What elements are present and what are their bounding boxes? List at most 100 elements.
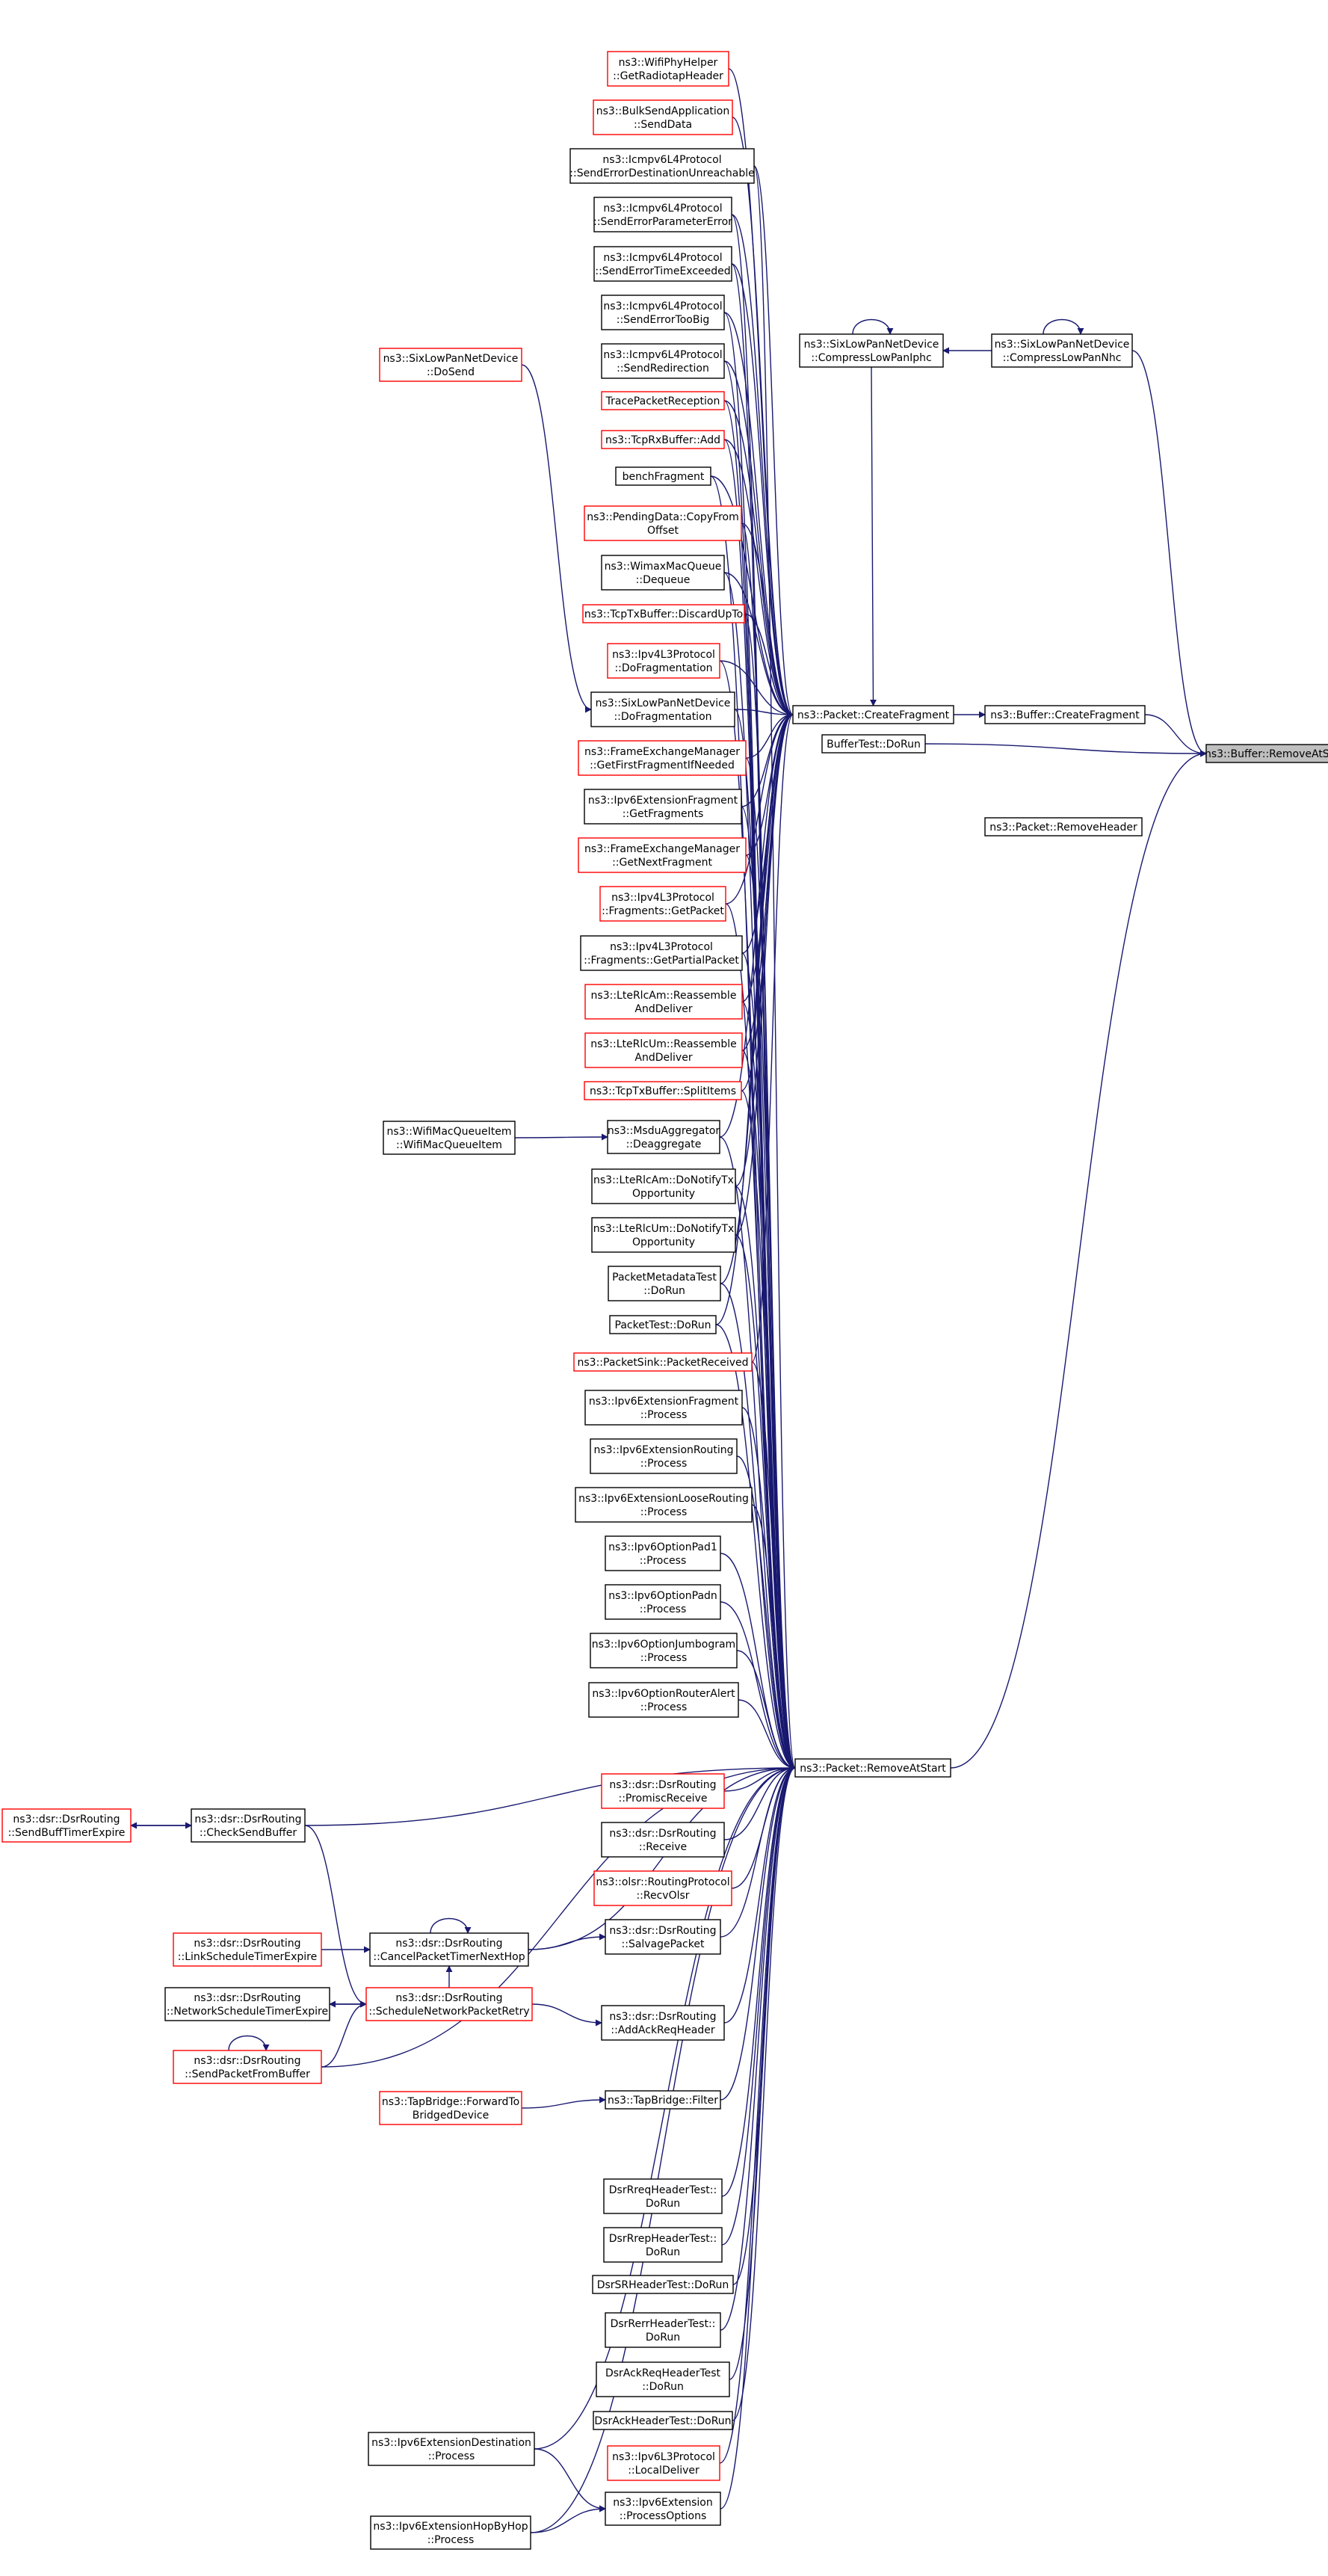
node-bulkSend[interactable]: ns3::BulkSendApplication::SendData [593, 99, 733, 135]
node-ipv6ExtGetFrags[interactable]: ns3::Ipv6ExtensionFragment::GetFragments [584, 789, 742, 825]
node-removeAtStart[interactable]: ns3::Buffer::RemoveAtStart [1205, 744, 1328, 763]
node-box [1205, 744, 1328, 763]
node-dsrSalvage[interactable]: ns3::dsr::DsrRouting::SalvagePacket [605, 1919, 721, 1955]
node-benchFrag[interactable]: benchFragment [615, 466, 711, 486]
node-dsrCancelTimer[interactable]: ns3::dsr::DsrRouting::CancelPacketTimerN… [369, 1932, 529, 1967]
node-compLowPanIphc[interactable]: ns3::SixLowPanNetDevice::CompressLowPanI… [799, 333, 944, 368]
node-box [601, 1773, 725, 1809]
node-olsrRecv[interactable]: ns3::olsr::RoutingProtocol::RecvOlsr [593, 1870, 732, 1906]
node-optPad1[interactable]: ns3::Ipv6OptionPad1::Process [605, 1535, 721, 1571]
node-label: ns3::WifiPhyHelper [619, 57, 718, 69]
node-dsrAckReqTest[interactable]: DsrAckReqHeaderTest::DoRun [596, 2361, 730, 2397]
node-label: ns3::dsr::DsrRouting [609, 2011, 716, 2023]
node-label: ns3::Buffer::CreateFragment [990, 709, 1140, 721]
node-dsrRerrTest[interactable]: DsrRerrHeaderTest::DoRun [605, 2312, 721, 2348]
node-bufCreateFrag[interactable]: ns3::Buffer::CreateFragment [984, 705, 1146, 724]
node-label: ::Fragments::GetPacket [602, 905, 724, 917]
node-icmpDestUnreach[interactable]: ns3::Icmpv6L4Protocol::SendErrorDestinat… [569, 148, 755, 184]
node-label: ns3::SixLowPanNetDevice [995, 339, 1130, 351]
node-box [593, 2411, 733, 2430]
node-dsrAckTest[interactable]: DsrAckHeaderTest::DoRun [593, 2411, 733, 2430]
node-ipv6LocalDeliver[interactable]: ns3::Ipv6L3Protocol::LocalDeliver [607, 2445, 720, 2481]
node-dsrLinkSched[interactable]: ns3::dsr::DsrRouting::LinkScheduleTimerE… [173, 1932, 322, 1967]
node-icmpTimeExc[interactable]: ns3::Icmpv6L4Protocol::SendErrorTimeExce… [593, 246, 732, 282]
node-pktRemoveAtStart[interactable]: ns3::Packet::RemoveAtStart [794, 1758, 951, 1778]
node-label: ns3::Buffer::RemoveAtStart [1205, 748, 1328, 760]
node-dsrAddAck[interactable]: ns3::dsr::DsrRouting::AddAckReqHeader [601, 2005, 725, 2041]
node-ipv4FragPartial[interactable]: ns3::Ipv4L3Protocol::Fragments::GetParti… [580, 935, 743, 971]
node-optPadn[interactable]: ns3::Ipv6OptionPadn::Process [605, 1584, 721, 1620]
node-ipv4DoFrag[interactable]: ns3::Ipv4L3Protocol::DoFragmentation [607, 643, 720, 679]
node-ipv6ExtRouting[interactable]: ns3::Ipv6ExtensionRouting::Process [590, 1438, 738, 1474]
edge-ipv6ExtGetFrags-to-pktRemoveAtStart [741, 806, 796, 1772]
node-ipv6ExtFragProc[interactable]: ns3::Ipv6ExtensionFragment::Process [584, 1390, 743, 1426]
node-wifiMacQueueItem[interactable]: ns3::WifiMacQueueItem::WifiMacQueueItem [383, 1121, 516, 1155]
node-dsrCheckSend[interactable]: ns3::dsr::DsrRouting::CheckSendBuffer [191, 1808, 306, 1843]
node-label: ::SendBuffTimerExpire [8, 1827, 126, 1839]
node-femNext[interactable]: ns3::FrameExchangeManager::GetNextFragme… [578, 837, 747, 873]
node-icmpParamErr[interactable]: ns3::Icmpv6L4Protocol::SendErrorParamete… [593, 197, 732, 232]
node-wimaxDequeue[interactable]: ns3::WimaxMacQueue::Dequeue [601, 555, 725, 591]
node-ipv6ExtHopByHop[interactable]: ns3::Ipv6ExtensionHopByHop::Process [370, 2515, 531, 2550]
node-pktSinkRx[interactable]: ns3::PacketSink::PacketReceived [573, 1352, 753, 1372]
node-tcpTxDiscard[interactable]: ns3::TcpTxBuffer::DiscardUpTo [582, 604, 745, 623]
node-pktCreateFrag[interactable]: ns3::Packet::CreateFragment [792, 705, 954, 724]
node-dsrReceive[interactable]: ns3::dsr::DsrRouting::Receive [601, 1822, 725, 1858]
node-ipv6ExtLoose[interactable]: ns3::Ipv6ExtensionLooseRouting::Process [575, 1487, 753, 1523]
node-dsrSchedRetry[interactable]: ns3::dsr::DsrRouting::ScheduleNetworkPac… [365, 1987, 533, 2021]
node-box [584, 1390, 743, 1426]
node-label: ::Process [640, 1603, 687, 1615]
node-box [593, 99, 733, 135]
node-label: ns3::dsr::DsrRouting [194, 1992, 300, 2004]
node-label: ::GetFirstFragmentIfNeeded [590, 759, 735, 771]
node-radiotap[interactable]: ns3::WifiPhyHelper::GetRadiotapHeader [607, 51, 729, 87]
node-dsrRrepTest[interactable]: DsrRrepHeaderTest::DoRun [603, 2227, 723, 2263]
node-optJumbo[interactable]: ns3::Ipv6OptionJumbogram::Process [590, 1633, 738, 1668]
node-sixDoSend[interactable]: ns3::SixLowPanNetDevice::DoSend [379, 348, 522, 382]
edge-pktTest-to-pktRemoveAtStart [715, 1324, 796, 1772]
node-dsrSendBuffTimer[interactable]: ns3::dsr::DsrRouting::SendBuffTimerExpir… [1, 1808, 132, 1843]
node-dsrRreqTest[interactable]: DsrRreqHeaderTest::DoRun [603, 2178, 723, 2214]
node-ipv6ExtDest[interactable]: ns3::Ipv6ExtensionDestination::Process [368, 2432, 535, 2466]
node-bufTestDoRun[interactable]: BufferTest::DoRun [821, 734, 926, 754]
node-traceRx[interactable]: TracePacketReception [601, 391, 725, 410]
node-label: DsrAckReqHeaderTest [605, 2367, 721, 2379]
node-pktTest[interactable]: PacketTest::DoRun [609, 1315, 717, 1334]
node-sixDoFrag[interactable]: ns3::SixLowPanNetDevice::DoFragmentation [590, 691, 735, 727]
node-label: ns3::dsr::DsrRouting [194, 1938, 300, 1950]
node-tcpTxSplit[interactable]: ns3::TcpTxBuffer::SplitItems [584, 1081, 742, 1100]
node-label: ::SalvagePacket [622, 1938, 705, 1950]
node-optRouterAlert[interactable]: ns3::Ipv6OptionRouterAlert::Process [588, 1682, 739, 1718]
node-icmpRedirect[interactable]: ns3::Icmpv6L4Protocol::SendRedirection [601, 343, 725, 379]
node-dsrSRTest[interactable]: DsrSRHeaderTest::DoRun [592, 2275, 734, 2294]
node-msduDeagg[interactable]: ns3::MsduAggregator::Deaggregate [607, 1120, 720, 1154]
node-label: ns3::Ipv6ExtensionFragment [588, 795, 738, 807]
node-pktRemoveHeader[interactable]: ns3::Packet::RemoveHeader [984, 817, 1143, 836]
node-compLowPanNhc[interactable]: ns3::SixLowPanNetDevice::CompressLowPanN… [991, 333, 1133, 368]
node-ipv6ExtProcOpts[interactable]: ns3::Ipv6Extension::ProcessOptions [605, 2492, 721, 2526]
node-femFirst[interactable]: ns3::FrameExchangeManager::GetFirstFragm… [578, 740, 747, 776]
edge-dsrReceive-to-pktRemoveAtStart [723, 1764, 796, 1840]
node-dsrNetSched[interactable]: ns3::dsr::DsrRouting::NetworkScheduleTim… [164, 1987, 330, 2021]
node-dsrPromisc[interactable]: ns3::dsr::DsrRouting::PromiscReceive [601, 1773, 725, 1809]
node-label: ::DoSend [427, 366, 475, 378]
edge-tapFilter-to-pktRemoveAtStart [720, 1764, 796, 2101]
node-label: ns3::Ipv4L3Protocol [610, 941, 713, 953]
edge-tcpRxAdd-to-pktCreateFrag [723, 439, 794, 718]
node-dsrSendFromBuf[interactable]: ns3::dsr::DsrRouting::SendPacketFromBuff… [173, 2050, 322, 2084]
node-tcpRxAdd[interactable]: ns3::TcpRxBuffer::Add [601, 430, 725, 449]
node-ipv4FragGetPacket[interactable]: ns3::Ipv4L3Protocol::Fragments::GetPacke… [599, 886, 726, 922]
edge-bufCreateFrag-to-removeAtStart [1144, 714, 1207, 757]
node-box [173, 2050, 322, 2084]
node-icmpTooBig[interactable]: ns3::Icmpv6L4Protocol::SendErrorTooBig [601, 295, 725, 330]
edge-icmpDestUnreach-to-pktCreateFrag [753, 165, 794, 718]
node-pktMetaTest[interactable]: PacketMetadataTest::DoRun [608, 1266, 721, 1301]
edge-dsrSchedRetry-to-dsrAddAck [531, 2003, 602, 2027]
node-tapFilter[interactable]: ns3::TapBridge::Filter [605, 2090, 721, 2110]
